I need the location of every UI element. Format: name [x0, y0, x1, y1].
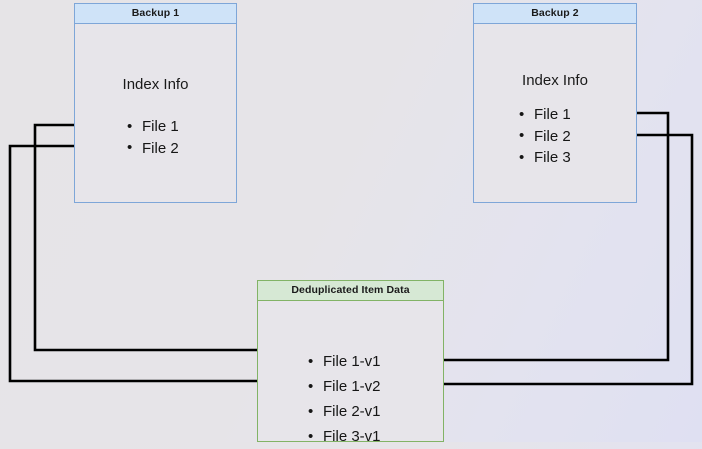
node-backup-1-title: Backup 1: [75, 4, 236, 24]
list-item[interactable]: File 2: [519, 125, 571, 148]
list-item[interactable]: File 2-v1: [308, 399, 381, 424]
node-dedup-body: File 1-v1 File 1-v2 File 2-v1 File 3-v1: [258, 301, 443, 449]
list-item[interactable]: File 2: [127, 137, 179, 160]
dedup-file-list: File 1-v1 File 1-v2 File 2-v1 File 3-v1: [308, 349, 381, 449]
node-deduplicated-item-data[interactable]: Deduplicated Item Data File 1-v1 File 1-…: [257, 280, 444, 449]
list-item[interactable]: File 3-v1: [308, 424, 381, 449]
list-item[interactable]: File 1-v2: [308, 374, 381, 399]
node-backup-1-body: Index Info File 1 File 2: [75, 24, 236, 202]
node-backup-2-body: Index Info File 1 File 2 File 3: [474, 24, 636, 202]
backup-1-file-list: File 1 File 2: [127, 116, 179, 159]
list-item[interactable]: File 1-v1: [308, 349, 381, 374]
list-item[interactable]: File 1: [127, 116, 179, 138]
backup-2-index-info-label: Index Info: [522, 72, 588, 89]
node-dedup-title: Deduplicated Item Data: [258, 281, 443, 301]
node-backup-2[interactable]: Backup 2 Index Info File 1 File 2 File 3: [473, 3, 637, 203]
list-item[interactable]: File 3: [519, 147, 571, 169]
backup-1-index-info-label: Index Info: [122, 76, 189, 93]
list-item[interactable]: File 1: [519, 104, 571, 126]
backup-2-file-list: File 1 File 2 File 3: [519, 104, 571, 169]
node-backup-1[interactable]: Backup 1 Index Info File 1 File 2: [74, 3, 237, 203]
node-backup-2-title: Backup 2: [474, 4, 636, 24]
